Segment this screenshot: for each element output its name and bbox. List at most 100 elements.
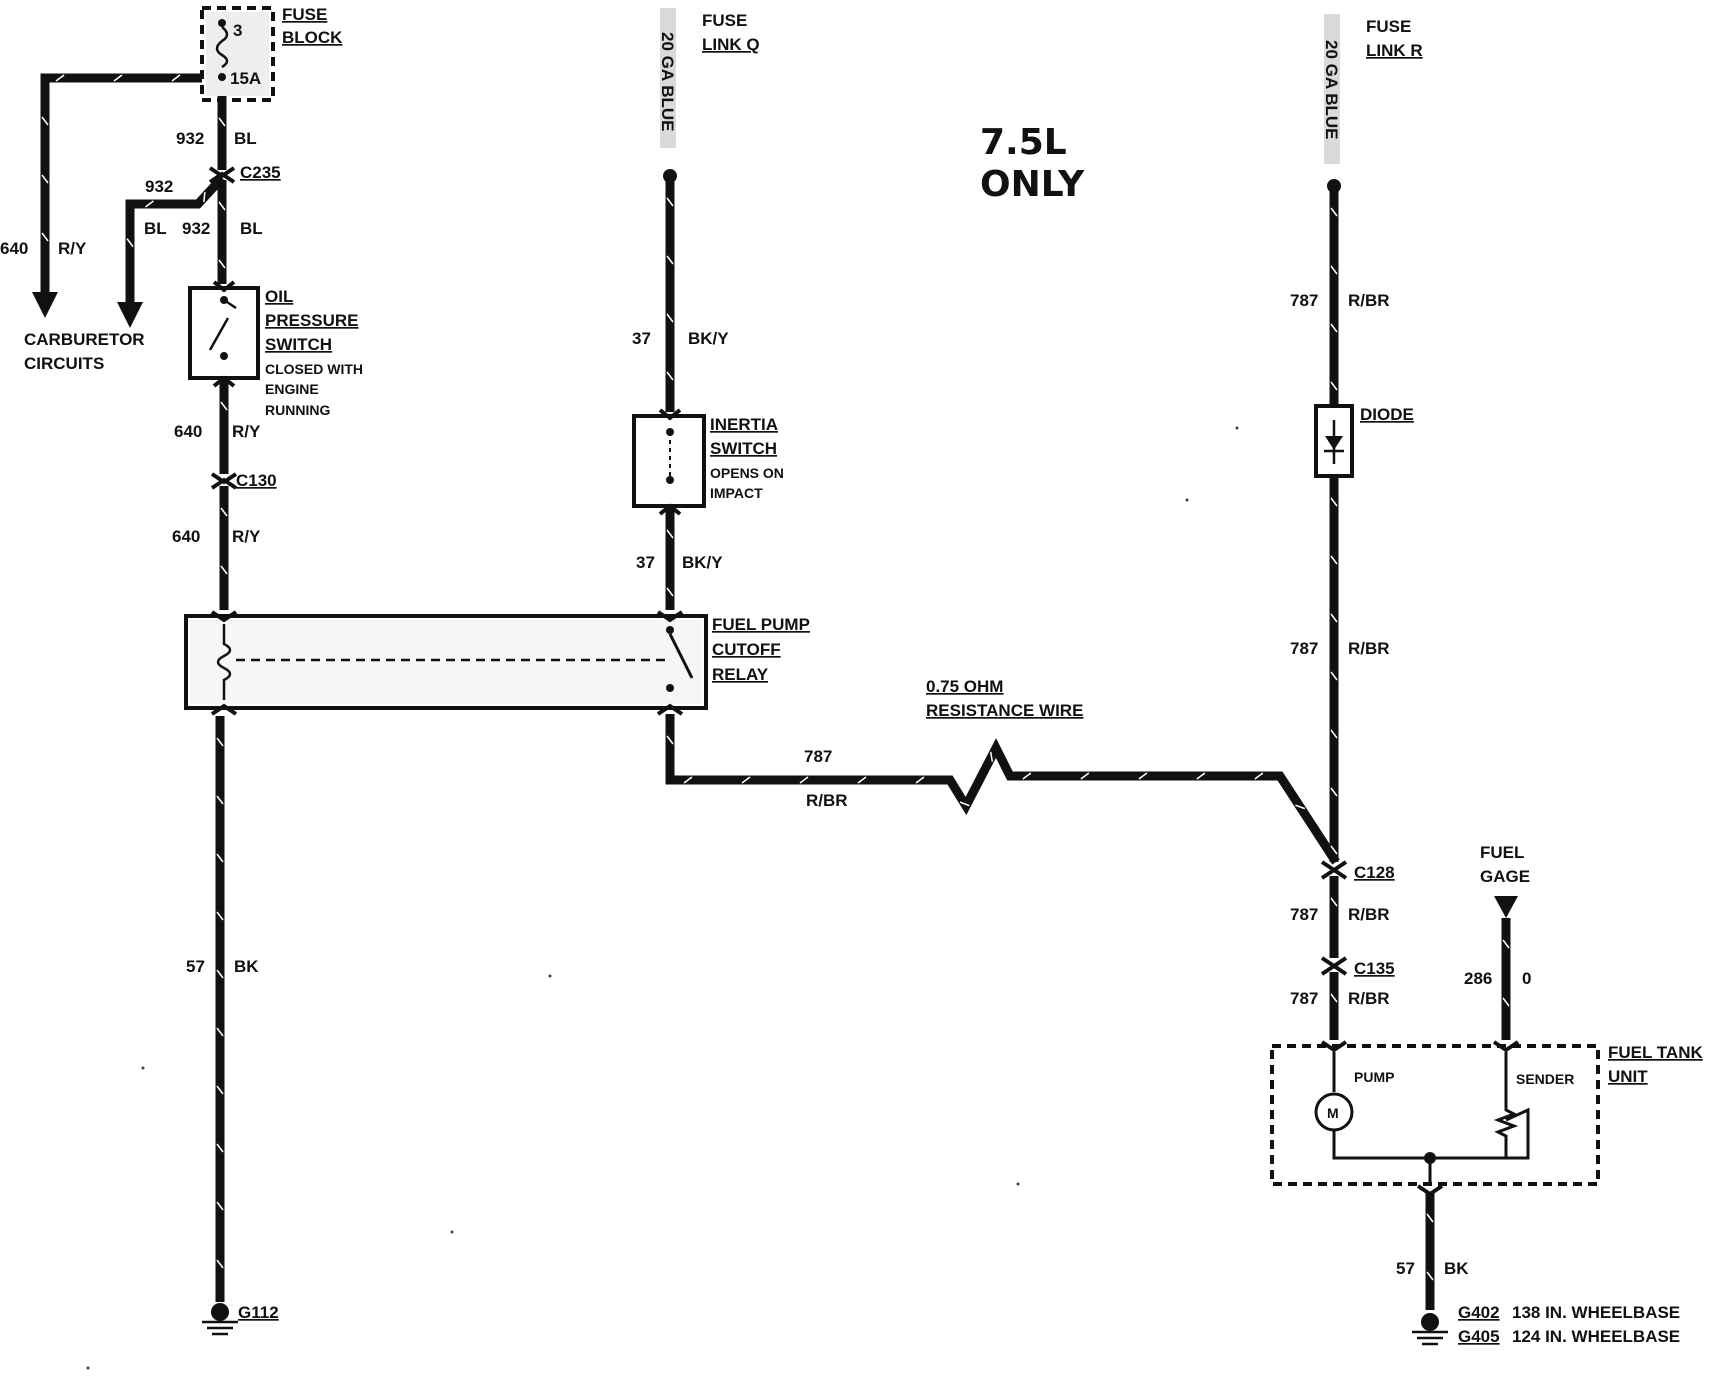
arrow-down-icon	[117, 302, 143, 328]
wire-stripe	[741, 776, 751, 784]
inertia-switch-note-2: IMPACT	[710, 485, 763, 501]
wire-number: 787	[804, 747, 832, 766]
wire-color: R/Y	[232, 422, 261, 441]
fuel-pump-cutoff-relay-label-2: CUTOFF	[712, 640, 781, 659]
wire-stripe	[1330, 265, 1338, 275]
wire-stripe	[41, 232, 49, 242]
wire-stripe	[1426, 1271, 1434, 1281]
wire-stripe	[220, 565, 228, 575]
wire-stripe	[1330, 993, 1338, 1003]
wire-color: R/BR	[1348, 905, 1390, 924]
wire-stripe	[216, 853, 224, 863]
wire-number: 57	[1396, 1259, 1415, 1278]
wire-stripe	[1330, 897, 1338, 907]
resistance-wire-label: 0.75 OHM	[926, 677, 1003, 696]
wire-stripe	[1330, 845, 1338, 855]
oil-pressure-switch-note-3: RUNNING	[265, 402, 330, 418]
wire-stripe	[1254, 772, 1264, 780]
wire-stripe	[666, 197, 674, 207]
wire-color: BK/Y	[682, 553, 723, 572]
oil-pressure-switch-label-2: PRESSURE	[265, 311, 359, 330]
wire-stripe	[218, 117, 226, 127]
connector-c235-icon	[208, 166, 236, 184]
inertia-switch-label-2: SWITCH	[710, 439, 777, 458]
carburetor-circuits-label-2: CIRCUITS	[24, 354, 104, 373]
wire-stripe	[666, 313, 674, 323]
wire-number: 286	[1464, 969, 1492, 988]
fuse-block: 3 15A	[200, 6, 275, 102]
fuel-tank-unit-label-2: UNIT	[1608, 1067, 1648, 1086]
wire-stripe	[216, 1143, 224, 1153]
wire-color: R/BR	[1348, 989, 1390, 1008]
wire-color: BL	[234, 129, 257, 148]
wire-number: 787	[1290, 639, 1318, 658]
ground-icon	[1412, 1313, 1448, 1346]
wire-stripe	[216, 795, 224, 805]
diode-icon	[1314, 404, 1354, 478]
wire-stripe	[218, 259, 226, 269]
wire-stripe	[1022, 772, 1032, 780]
fuel-tank-unit-label: FUEL TANK	[1608, 1043, 1703, 1062]
engine-note-2: ONLY	[980, 164, 1085, 205]
wire-stripe	[216, 1085, 224, 1095]
ground-g405-label: G405	[1458, 1327, 1500, 1346]
fuse-link-r-label: FUSE	[1366, 17, 1411, 36]
wire-stripe	[1330, 671, 1338, 681]
wire-stripe	[220, 401, 228, 411]
wire-color: R/BR	[806, 791, 848, 810]
oil-pressure-switch-label: OIL	[265, 287, 293, 306]
wire-number: 932	[145, 177, 173, 196]
wire-stripe	[220, 507, 228, 517]
wire-number: 37	[636, 553, 655, 572]
diode-label: DIODE	[1360, 405, 1414, 424]
ground-icon	[202, 1303, 238, 1336]
inertia-switch-label: INERTIA	[710, 415, 778, 434]
wire-stripe	[1295, 804, 1306, 810]
wire-color: R/BR	[1348, 291, 1390, 310]
fuel-tank-unit-icon	[1270, 1040, 1600, 1197]
wire-stripe	[799, 776, 809, 784]
wire-number: 640	[172, 527, 200, 546]
wire-stripe	[216, 911, 224, 921]
wire-stripe	[1502, 939, 1510, 949]
wire-number: 787	[1290, 989, 1318, 1008]
connector-c128-label: C128	[1354, 863, 1395, 882]
wire-color: BK	[1444, 1259, 1469, 1278]
wire-color: BK	[234, 957, 259, 976]
connector-c135-icon	[1320, 956, 1348, 976]
wire-color: R/Y	[58, 239, 87, 258]
oil-pressure-switch-label-3: SWITCH	[265, 335, 332, 354]
oil-pressure-switch-note-2: ENGINE	[265, 381, 319, 397]
fuse-block-label-2: BLOCK	[282, 28, 343, 47]
ground-g112-label: G112	[238, 1303, 279, 1322]
wire-stripe	[1330, 555, 1338, 565]
wire-stripe	[666, 735, 674, 745]
fuse-link-q-wire: 20 GA BLUE	[658, 32, 677, 132]
wire-color: 0	[1522, 969, 1531, 988]
fuse-block-label: FUSE	[282, 5, 327, 24]
pump-motor-symbol: M	[1327, 1105, 1339, 1121]
inertia-switch-icon	[632, 408, 706, 516]
connector-c128-icon	[1320, 860, 1348, 880]
oil-pressure-switch-icon	[188, 280, 260, 388]
fuse-link-r-label-2: LINK R	[1366, 41, 1423, 60]
fuse-link-q-label: FUSE	[702, 11, 747, 30]
wire-color: BK/Y	[688, 329, 729, 348]
wire-stripe	[1426, 1213, 1434, 1223]
wire-stripe	[113, 74, 123, 82]
wire-stripe	[1330, 323, 1338, 333]
wire-stripe	[989, 751, 994, 762]
scan-specks	[86, 426, 1239, 1370]
wire-number: 37	[632, 329, 651, 348]
wire-stripe	[857, 776, 867, 784]
arrow-down-icon	[32, 292, 58, 318]
wire-color: R/BR	[1348, 639, 1390, 658]
fuel-gage-label-2: GAGE	[1480, 867, 1530, 886]
connector-c130-label: C130	[236, 471, 277, 490]
wire-stripe	[203, 192, 206, 203]
ground-g402-label: G402	[1458, 1303, 1500, 1322]
wire-stripe	[1330, 497, 1338, 507]
ground-g405-desc: 124 IN. WHEELBASE	[1512, 1327, 1680, 1346]
resistance-wire-label-2: RESISTANCE WIRE	[926, 701, 1083, 720]
wire-stripe	[1138, 772, 1148, 780]
